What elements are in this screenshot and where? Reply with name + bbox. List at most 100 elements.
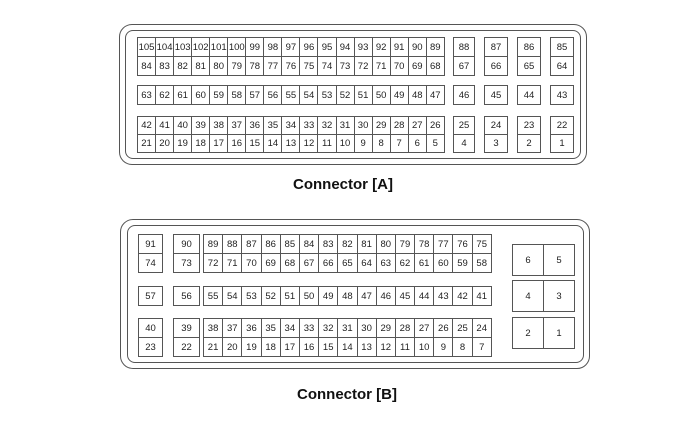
- pin-cell: 16: [228, 135, 247, 153]
- pin-cell: 57: [246, 86, 265, 105]
- pin-cell: 24: [485, 117, 508, 135]
- pin-cell: 44: [415, 287, 435, 306]
- pin-cell: 73: [174, 254, 200, 273]
- pin-cell: 77: [434, 235, 454, 254]
- pin-cell: 44: [518, 86, 541, 105]
- pin-cell: 104: [156, 38, 175, 57]
- connector-a-pin-row: 24: [484, 116, 508, 135]
- pin-cell: 52: [336, 86, 355, 105]
- pin-cell: 36: [246, 117, 265, 135]
- pin-cell: 66: [485, 57, 508, 76]
- pin-cell: 68: [426, 57, 445, 76]
- pin-cell: 71: [372, 57, 391, 76]
- connector-b-pin-row: 74: [138, 253, 163, 273]
- connector-a-housing: [119, 24, 587, 165]
- pin-cell: 37: [223, 319, 243, 338]
- connector-a-pin-row: 86: [517, 37, 541, 57]
- pin-cell: 22: [174, 338, 200, 357]
- pin-cell: 17: [210, 135, 229, 153]
- pin-cell: 28: [395, 319, 416, 338]
- connector-b-pin-row: 40: [138, 318, 163, 338]
- pin-cell: 49: [390, 86, 409, 105]
- connector-a-pin-row: 44: [517, 85, 541, 105]
- pin-cell: 89: [204, 235, 224, 254]
- pin-cell: 32: [319, 319, 339, 338]
- pin-cell: 60: [192, 86, 211, 105]
- connector-a-pin-row: 1: [550, 134, 574, 153]
- pin-cell: 86: [518, 38, 541, 57]
- pin-cell: 69: [408, 57, 427, 76]
- pin-cell: 53: [318, 86, 337, 105]
- pin-cell: 73: [336, 57, 355, 76]
- pin-cell: 63: [376, 254, 396, 273]
- connector-a-pin-row: 65: [517, 56, 541, 76]
- pin-cell: 57: [139, 287, 163, 306]
- pin-cell: 95: [318, 38, 337, 57]
- connector-a-pin-row: 88: [453, 37, 475, 57]
- pin-cell: 20: [156, 135, 175, 153]
- pin-cell: 26: [434, 319, 454, 338]
- pin-cell: 64: [551, 57, 574, 76]
- pin-cell: 21: [138, 135, 157, 153]
- pin-cell: 10: [336, 135, 355, 153]
- pin-cell: 74: [139, 254, 163, 273]
- pin-cell: 58: [228, 86, 247, 105]
- pin-cell: 86: [261, 235, 281, 254]
- pin-cell: 11: [395, 338, 416, 357]
- pin-cell: 70: [390, 57, 409, 76]
- pin-cell: 9: [434, 338, 454, 357]
- pin-cell: 87: [242, 235, 262, 254]
- pin-cell: 56: [174, 287, 200, 306]
- connector-a-inner-housing: [125, 30, 581, 159]
- pin-cell: 42: [138, 117, 157, 135]
- pin-cell: 60: [434, 254, 454, 273]
- pin-cell: 6: [408, 135, 427, 153]
- pin-cell: 29: [372, 117, 391, 135]
- connector-b-pin-row: 90: [173, 234, 200, 254]
- pin-cell: 4: [454, 135, 475, 153]
- pin-cell: 41: [472, 287, 492, 306]
- pin-cell: 76: [282, 57, 301, 76]
- pin-cell: 40: [174, 117, 193, 135]
- pin-cell: 80: [376, 235, 396, 254]
- pin-cell: 74: [318, 57, 337, 76]
- pin-cell: 36: [242, 319, 262, 338]
- pin-cell: 27: [408, 117, 427, 135]
- pin-cell: 8: [453, 338, 473, 357]
- pin-cell: 55: [282, 86, 301, 105]
- pin-cell: 100: [228, 38, 247, 57]
- pin-cell: 105: [138, 38, 157, 57]
- connector-a-title: Connector [A]: [293, 176, 393, 193]
- pin-cell: 98: [264, 38, 283, 57]
- pin-cell: 82: [174, 57, 193, 76]
- pin-cell: 63: [138, 86, 157, 105]
- pin-cell: 97: [282, 38, 301, 57]
- connector-b-pin-row: 56: [173, 286, 200, 306]
- pin-cell: 62: [156, 86, 175, 105]
- pin-cell: 78: [415, 235, 435, 254]
- pin-cell: 89: [426, 38, 445, 57]
- connector-a-pin-row: 25: [453, 116, 475, 135]
- pin-cell: 1: [544, 318, 575, 349]
- connector-b-pin-row: 57: [138, 286, 163, 306]
- connector-b-housing: [120, 219, 590, 369]
- pin-cell: 59: [210, 86, 229, 105]
- connector-a-pin-row: 85: [550, 37, 574, 57]
- pin-cell: 25: [453, 319, 473, 338]
- pin-cell: 3: [544, 281, 575, 312]
- pin-cell: 30: [354, 117, 373, 135]
- pin-cell: 4: [513, 281, 544, 312]
- pin-cell: 75: [472, 235, 492, 254]
- pin-cell: 93: [354, 38, 373, 57]
- pin-cell: 8: [372, 135, 391, 153]
- pin-cell: 18: [261, 338, 281, 357]
- pin-cell: 54: [223, 287, 243, 306]
- pin-cell: 59: [453, 254, 473, 273]
- pin-cell: 61: [174, 86, 193, 105]
- pin-cell: 64: [357, 254, 377, 273]
